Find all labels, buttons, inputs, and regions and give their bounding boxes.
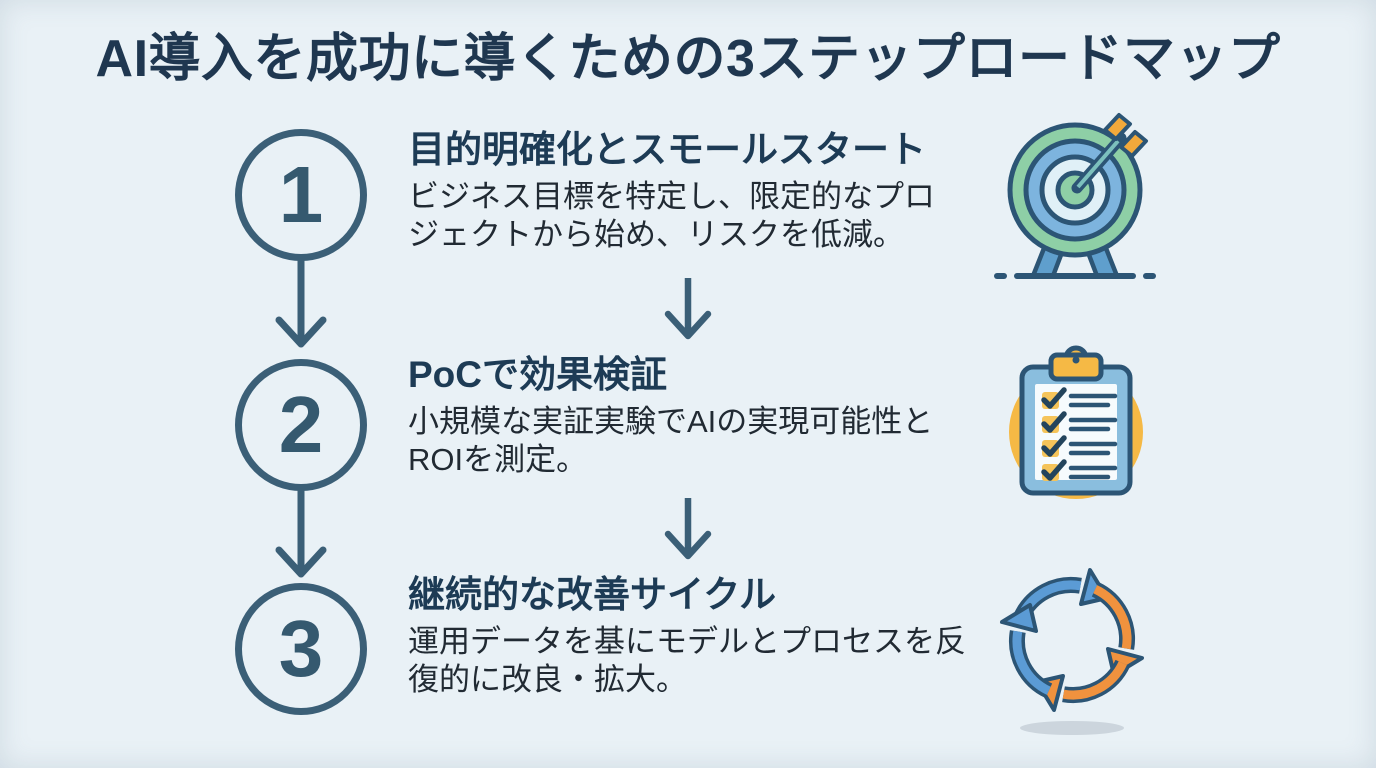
step-3-number-circle: 3 [235, 583, 367, 715]
step-3-heading: 継続的な改善サイクル [408, 574, 777, 615]
down-arrow-icon [664, 498, 712, 560]
step-2-number: 2 [278, 380, 324, 469]
down-arrow-icon [664, 278, 712, 340]
step-1-description: ビジネス目標を特定し、限定的なプロ ジェクトから始め、リスクを低減。 [408, 179, 935, 252]
down-arrow-icon [275, 260, 327, 348]
cycle-icon [1000, 568, 1144, 735]
step-1-number: 1 [278, 150, 324, 239]
step-2-heading: PoCで効果検証 [408, 354, 667, 395]
step-2-description: 小規模な実証実験でAIの実現可能性と ROIを測定。 [408, 404, 934, 477]
step-1-heading: 目的明確化とスモールスタート [408, 129, 926, 170]
step-3-description: 運用データを基にモデルとプロセスを反 復的に改良・拡大。 [408, 624, 966, 697]
page-title: AI導入を成功に導くための3ステップロードマップ [95, 30, 1281, 88]
step-1-number-circle: 1 [235, 129, 367, 261]
clipboard-checklist-icon [1009, 345, 1143, 499]
target-icon [994, 113, 1156, 279]
down-arrow-icon [275, 490, 327, 578]
step-2-number-circle: 2 [235, 359, 367, 491]
step-3-number: 3 [278, 604, 324, 693]
